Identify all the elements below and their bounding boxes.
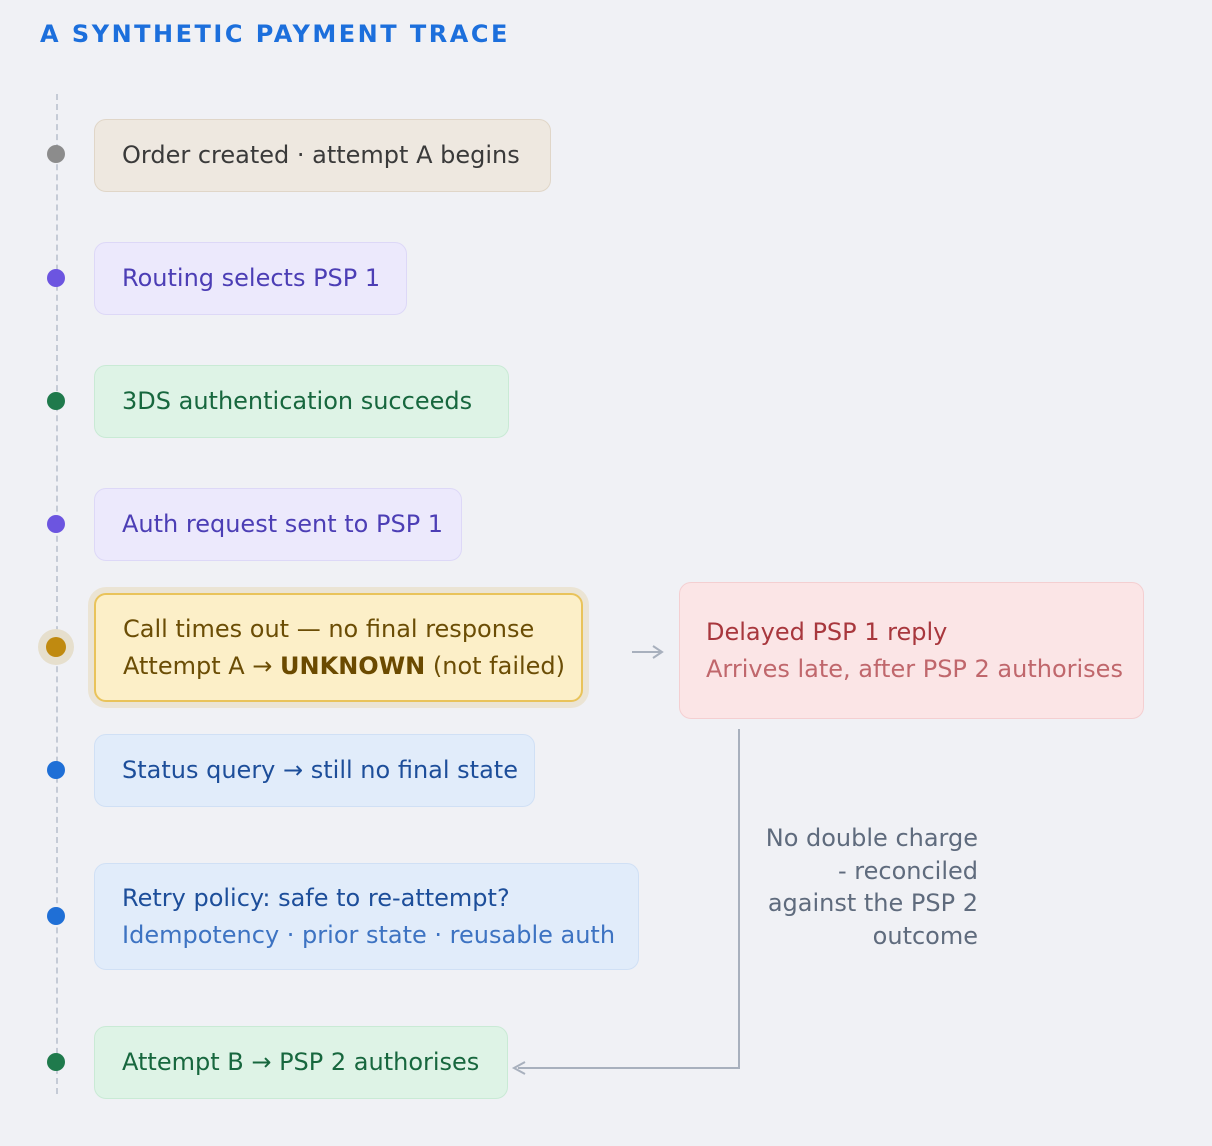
step-label: Attempt B → PSP 2 authorises: [122, 1048, 480, 1076]
step-label: Status query → still no final state: [122, 756, 518, 784]
delayed-reply-subtitle: Arrives late, after PSP 2 authorises: [706, 654, 1123, 683]
step-label: Routing selects PSP 1: [122, 264, 381, 292]
timeline-dot-neutral: [47, 145, 65, 163]
step-3ds-auth: 3DS authentication succeeds: [94, 365, 509, 438]
delayed-reply-box: Delayed PSP 1 reply Arrives late, after …: [679, 582, 1144, 719]
step-auth-request: Auth request sent to PSP 1: [94, 488, 462, 561]
note-line: - reconciled: [837, 856, 978, 885]
step-status-query: Status query → still no final state: [94, 734, 535, 807]
timeline-dot-blue: [47, 907, 65, 925]
note-line: No double charge: [765, 824, 978, 852]
step-label: Call times out — no final response: [123, 614, 535, 643]
page-title: A SYNTHETIC PAYMENT TRACE: [40, 20, 510, 48]
step-label: 3DS authentication succeeds: [122, 387, 473, 415]
step-label: Auth request sent to PSP 1: [122, 510, 444, 538]
timeline-dot-purple: [47, 515, 65, 533]
reconcile-connector: [518, 729, 740, 1069]
delayed-reply-title: Delayed PSP 1 reply: [706, 617, 948, 646]
timeline-dot-amber: [46, 637, 66, 657]
step-routing: Routing selects PSP 1: [94, 242, 407, 315]
step-order-created: Order created · attempt A begins: [94, 119, 551, 192]
timeline-dot-green: [47, 392, 65, 410]
step-timeout: Call times out — no final response Attem…: [94, 593, 583, 702]
arrow-to-delayed-reply-head: [652, 645, 664, 659]
step-label: Order created · attempt A begins: [122, 141, 520, 169]
timeline-rail: [56, 94, 58, 1094]
step-retry-policy: Retry policy: safe to re-attempt? Idempo…: [94, 863, 639, 970]
note-line: outcome: [872, 921, 978, 950]
reconcile-connector-head: [511, 1061, 526, 1075]
step-label: Retry policy: safe to re-attempt?: [122, 883, 510, 912]
timeline-dot-purple: [47, 269, 65, 287]
step-attempt-b: Attempt B → PSP 2 authorises: [94, 1026, 508, 1099]
note-line: against the PSP 2: [767, 889, 978, 917]
timeline-dot-green: [47, 1053, 65, 1071]
status-unknown-label: UNKNOWN: [280, 651, 426, 680]
reconciliation-note: No double charge - reconciled against th…: [720, 822, 978, 952]
step-sublabel: Idempotency · prior state · reusable aut…: [122, 920, 616, 949]
timeline-dot-blue: [47, 761, 65, 779]
step-sublabel: Attempt A → UNKNOWN (not failed): [123, 651, 566, 680]
